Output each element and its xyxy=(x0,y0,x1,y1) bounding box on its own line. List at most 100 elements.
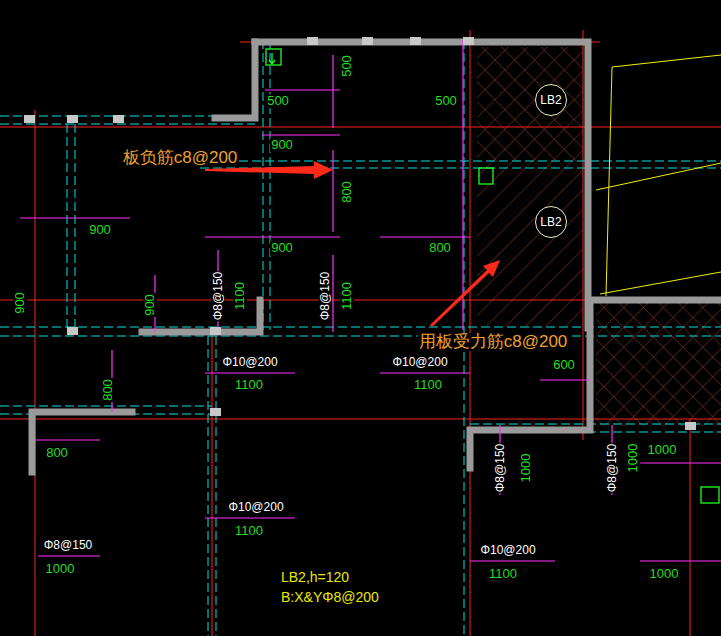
rebar-line xyxy=(640,560,721,561)
rebar-line xyxy=(540,379,590,380)
wall xyxy=(470,300,721,468)
beam-line xyxy=(216,336,217,636)
rebar-line xyxy=(205,236,340,237)
rebar-line xyxy=(205,372,295,373)
rebar-spec: Φ10@200 xyxy=(227,501,284,514)
dimension: 800 xyxy=(428,241,452,255)
beam-line xyxy=(0,336,721,337)
rebar-spec: Φ8@150 xyxy=(606,443,619,493)
column-mark xyxy=(210,327,221,335)
dimension: 500 xyxy=(340,54,354,78)
column-mark xyxy=(410,37,421,45)
beam-line xyxy=(263,40,264,330)
green-symbol xyxy=(479,168,493,184)
beam-line xyxy=(0,406,212,407)
axis-line xyxy=(35,110,36,636)
slab-tag: LB2 xyxy=(540,93,561,107)
axis-line xyxy=(0,300,590,301)
beam-line xyxy=(0,124,255,125)
rebar-line xyxy=(470,560,555,561)
axis-line xyxy=(0,127,721,128)
beam-line xyxy=(200,161,721,162)
dimension: 1000 xyxy=(45,562,76,576)
dimension: 600 xyxy=(552,358,576,372)
green-symbol xyxy=(269,53,275,64)
beam-line xyxy=(75,124,76,327)
callout-note: 用板受力筋c8@200 xyxy=(418,333,569,351)
wall xyxy=(255,42,588,328)
column-mark xyxy=(24,115,35,123)
dimension: 1000 xyxy=(626,443,640,474)
symbols xyxy=(266,49,719,503)
column-mark xyxy=(685,422,696,430)
dimension: 900 xyxy=(13,291,27,315)
hatch xyxy=(477,162,583,326)
rebar-line xyxy=(38,555,100,556)
yellow-line xyxy=(596,163,721,190)
axis-line xyxy=(690,420,691,636)
dimension: 900 xyxy=(270,138,294,152)
columns xyxy=(24,37,696,430)
dimension: 800 xyxy=(101,378,115,402)
rebar-line xyxy=(380,372,470,373)
callout-arrows xyxy=(205,161,500,327)
rebar-spec: Φ10@200 xyxy=(391,356,448,369)
axis-line xyxy=(0,419,721,420)
beam-line xyxy=(470,424,721,425)
callout-note: 板负筋c8@200 xyxy=(122,149,239,167)
rebar-spec: Φ10@200 xyxy=(479,544,536,557)
rebar-line xyxy=(380,236,470,237)
column-mark xyxy=(362,37,373,45)
yellow-outline xyxy=(596,55,721,296)
rebar-line xyxy=(640,462,721,463)
dimension: 800 xyxy=(45,446,69,460)
column-mark xyxy=(463,37,474,45)
beam-line xyxy=(270,40,271,330)
green-symbol xyxy=(701,487,719,503)
dimension: 500 xyxy=(434,94,458,108)
column-mark xyxy=(210,408,221,416)
rebar-spec: Φ8@150 xyxy=(319,271,332,321)
cross-hatch xyxy=(596,300,721,426)
rebar-line xyxy=(332,55,333,128)
dimension: 1000 xyxy=(649,567,680,581)
beam-line xyxy=(0,327,721,328)
axis-line xyxy=(583,30,584,440)
rebar-line xyxy=(35,439,100,440)
slab-tag-circle: LB2 xyxy=(535,206,567,238)
dimension: 1100 xyxy=(488,567,518,581)
rebar-line xyxy=(265,89,340,90)
dimension: 1000 xyxy=(647,443,678,457)
axis-line xyxy=(212,330,213,636)
rebar-lines xyxy=(20,40,721,561)
rebar-spec: Φ10@200 xyxy=(221,356,278,369)
rebar-line xyxy=(332,255,333,332)
dimension: 900 xyxy=(88,223,112,237)
wall xyxy=(32,412,132,472)
rebar-line xyxy=(332,150,333,232)
wall xyxy=(215,42,255,118)
column-mark xyxy=(67,115,78,123)
dimension: 1100 xyxy=(413,378,443,392)
slab-tag-circle: LB2 xyxy=(535,84,567,116)
column-mark xyxy=(113,115,124,123)
rebar-spec: Φ8@150 xyxy=(43,539,93,552)
dimension: 1000 xyxy=(519,453,533,484)
beam-outlines xyxy=(0,40,721,636)
dimension: 1100 xyxy=(234,378,264,392)
dimension: 500 xyxy=(266,94,290,108)
rebar-line xyxy=(462,40,463,330)
slab-note: LB2,h=120 xyxy=(280,570,350,585)
dimension: 800 xyxy=(340,180,354,204)
cross-hatch xyxy=(477,47,583,162)
dimension: 1100 xyxy=(234,524,264,538)
rebar-spec: Φ8@150 xyxy=(212,271,225,321)
callout-arrow xyxy=(430,260,500,327)
rebar-spec: Φ8@150 xyxy=(494,443,507,493)
walls xyxy=(32,42,721,472)
beam-line xyxy=(208,336,209,636)
